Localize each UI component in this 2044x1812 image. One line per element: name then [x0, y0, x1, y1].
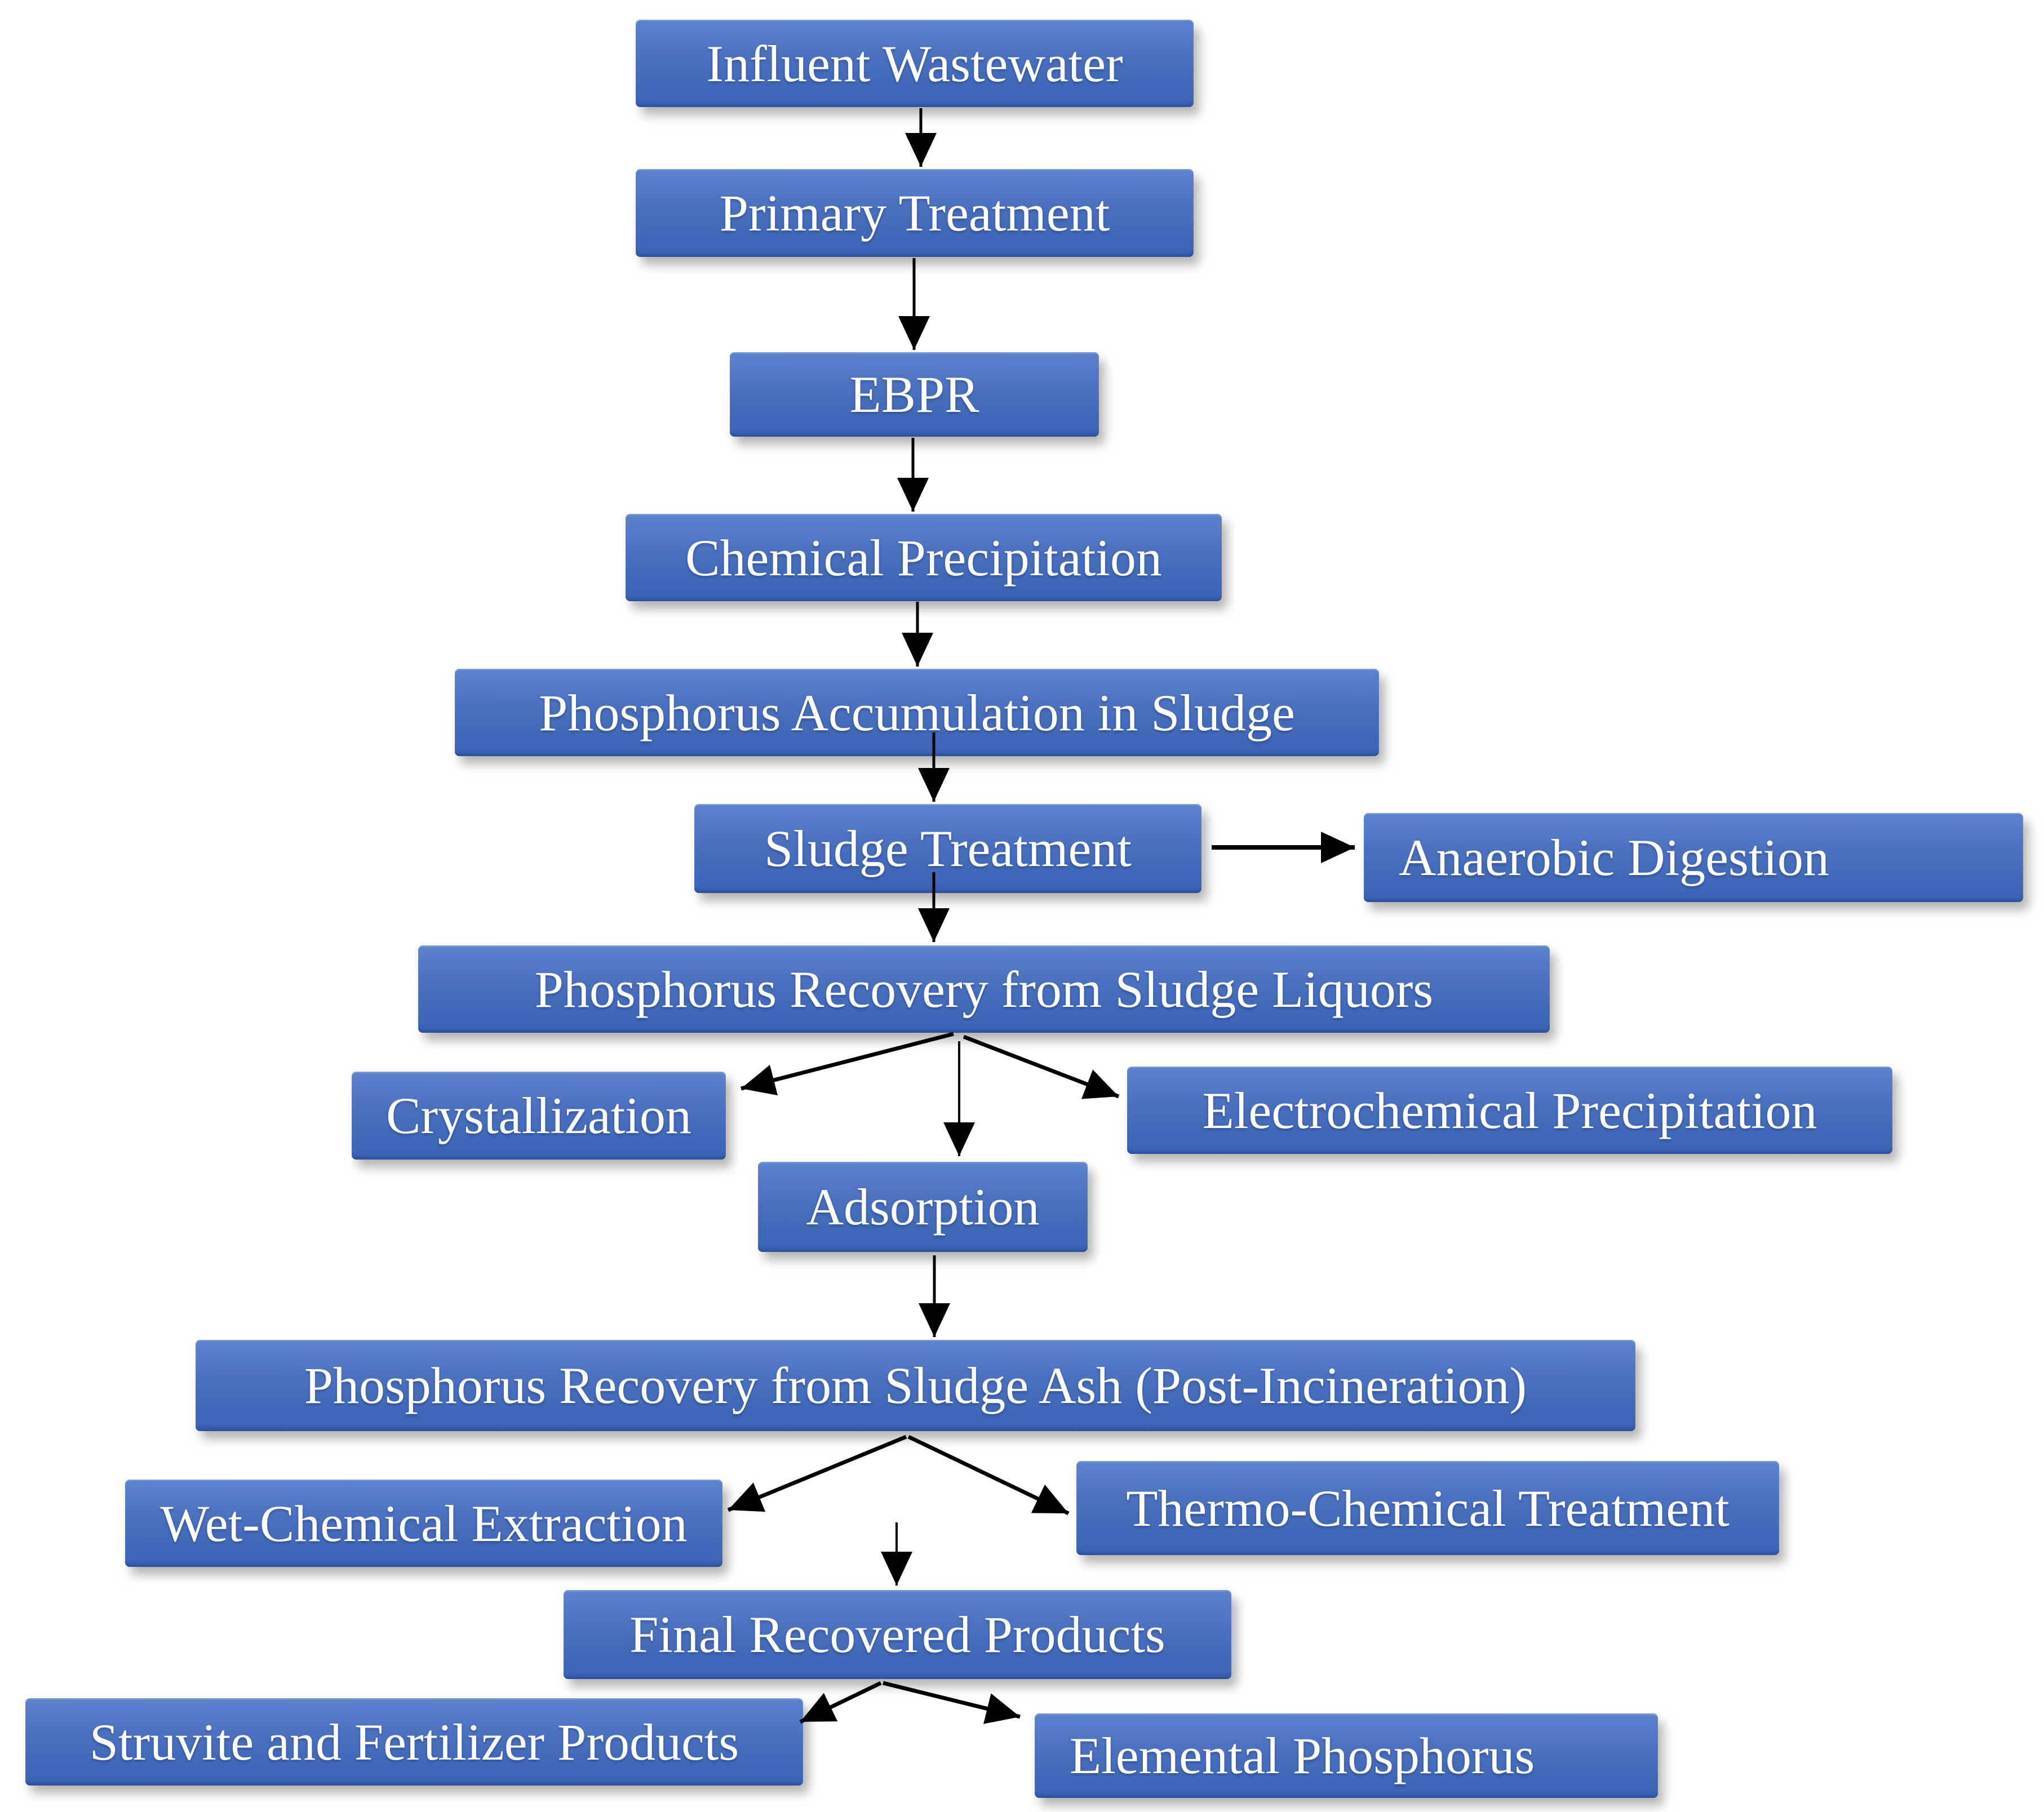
node-final-recovered-products: Final Recovered Products	[564, 1590, 1231, 1679]
node-thermo-chemical-treatment: Thermo-Chemical Treatment	[1076, 1461, 1779, 1555]
node-elemental-phosphorus: Elemental Phosphorus	[1035, 1713, 1658, 1798]
arrow-recovery-sludge-liquors-to-electrochemical-precipitation	[963, 1034, 1120, 1099]
node-crystallization: Crystallization	[352, 1072, 726, 1160]
arrow-recovery-sludge-liquors-to-crystallization	[741, 1032, 954, 1096]
node-phosphorus-accumulation: Phosphorus Accumulation in Sludge	[455, 669, 1379, 756]
arrow-final-recovered-products-to-elemental-phosphorus	[883, 1681, 1021, 1724]
node-influent-wastewater: Influent Wastewater	[636, 20, 1194, 107]
node-struvite-fertilizer-products: Struvite and Fertilizer Products	[25, 1698, 803, 1786]
node-anaerobic-digestion: Anaerobic Digestion	[1364, 813, 2023, 902]
arrow-recovery-sludge-ash-to-thermo-chemical-treatment	[907, 1434, 1070, 1516]
node-chemical-precipitation: Chemical Precipitation	[626, 514, 1222, 601]
node-recovery-sludge-ash: Phosphorus Recovery from Sludge Ash (Pos…	[196, 1340, 1635, 1431]
node-recovery-sludge-liquors: Phosphorus Recovery from Sludge Liquors	[418, 945, 1550, 1033]
arrow-recovery-sludge-ash-to-wet-chemical-extraction	[727, 1434, 907, 1512]
node-adsorption: Adsorption	[758, 1162, 1088, 1252]
node-primary-treatment: Primary Treatment	[636, 169, 1194, 257]
node-ebpr: EBPR	[730, 352, 1099, 437]
node-wet-chemical-extraction: Wet-Chemical Extraction	[125, 1480, 722, 1567]
node-electrochemical-precipitation: Electrochemical Precipitation	[1127, 1067, 1892, 1154]
node-sludge-treatment: Sludge Treatment	[694, 804, 1201, 893]
arrow-final-recovered-products-to-struvite-fertilizer-products	[799, 1681, 882, 1724]
